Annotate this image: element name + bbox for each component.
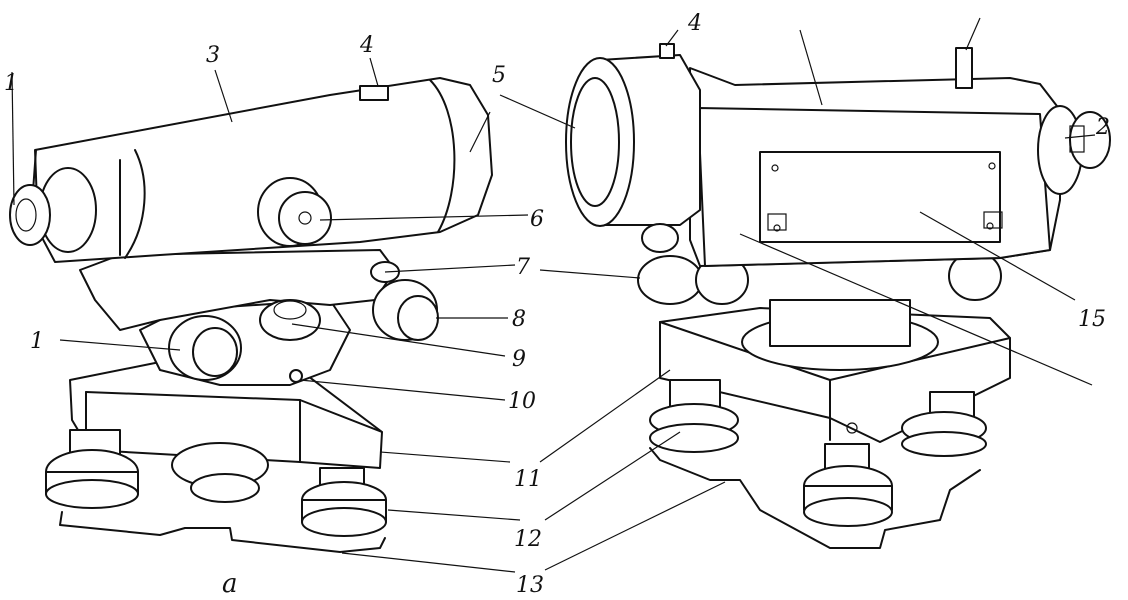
left-eyepiece <box>9 167 97 253</box>
label-3: 3 <box>206 43 220 68</box>
figure-caption-a: a <box>222 569 238 599</box>
left-foot-screw-1 <box>45 429 139 509</box>
left-focus-drive <box>257 177 332 247</box>
label-4-right: 4 <box>687 11 702 36</box>
left-foot-screw-2 <box>171 442 269 503</box>
right-eyepiece <box>1037 105 1111 195</box>
label-2: 2 <box>1095 115 1110 140</box>
label-9: 9 <box>512 347 526 372</box>
right-objective <box>565 54 701 227</box>
label-12: 12 <box>514 527 542 552</box>
left-focus-knob <box>372 279 439 341</box>
left-instrument <box>9 77 493 553</box>
label-6: 6 <box>530 207 544 232</box>
label-15: 15 <box>1078 307 1106 332</box>
right-side-knob-left <box>637 255 749 305</box>
label-11: 11 <box>514 467 542 492</box>
left-upright <box>79 249 396 331</box>
left-tangent-screw <box>168 315 242 381</box>
label-13: 13 <box>516 573 544 598</box>
left-foot-screw-3 <box>301 467 387 537</box>
right-base-plate <box>649 447 981 549</box>
right-foot-screw-2 <box>803 443 893 527</box>
right-foot-screw-3 <box>901 391 987 457</box>
label-7: 7 <box>516 255 530 280</box>
circular-level <box>259 299 321 341</box>
label-4-left: 4 <box>359 33 374 58</box>
callout-labels: 1 3 4 5 6 7 8 9 10 1 11 12 13 4 2 15 a <box>4 11 1110 599</box>
label-8: 8 <box>512 307 526 332</box>
left-telescope <box>34 77 493 263</box>
label-1-mid: 1 <box>30 329 44 354</box>
left-base-plate <box>59 511 386 553</box>
label-5: 5 <box>492 63 506 88</box>
leader-lines <box>11 17 1096 573</box>
label-1-top: 1 <box>4 71 18 96</box>
label-10: 10 <box>508 389 536 414</box>
right-instrument <box>565 43 1111 549</box>
right-foot-screw-1 <box>649 379 739 453</box>
